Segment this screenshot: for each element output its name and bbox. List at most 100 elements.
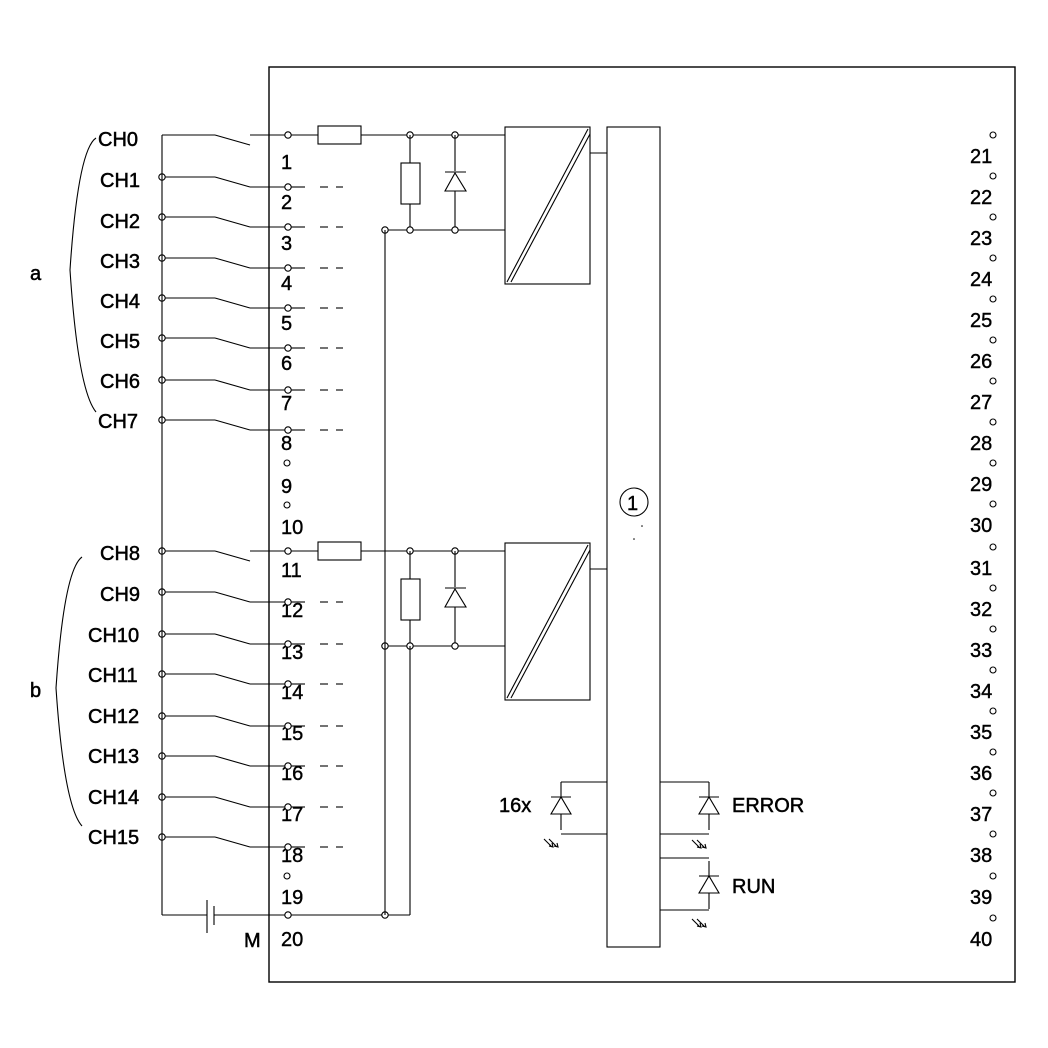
terminal-13: 13 bbox=[281, 642, 303, 664]
terminal-29: 29 bbox=[970, 474, 992, 496]
terminal-2: 2 bbox=[281, 192, 292, 214]
run-led-label: RUN bbox=[732, 876, 775, 898]
terminal-18: 18 bbox=[281, 845, 303, 867]
channel-label-6: CH6 bbox=[100, 371, 140, 393]
terminal-dot bbox=[284, 803, 292, 811]
terminal-35: 35 bbox=[970, 722, 992, 744]
switch-contact bbox=[214, 216, 251, 228]
terminal-dot bbox=[284, 640, 292, 648]
terminal-33: 33 bbox=[970, 640, 992, 662]
terminal-dot bbox=[284, 843, 292, 851]
terminal-dot bbox=[989, 336, 997, 344]
led-emission-arrows bbox=[691, 918, 707, 928]
terminal-12: 12 bbox=[281, 600, 303, 622]
terminal-dot bbox=[284, 598, 292, 606]
terminal-dot bbox=[284, 762, 292, 770]
terminal-dot bbox=[283, 501, 291, 509]
diode-triangle bbox=[444, 587, 467, 608]
status-leds bbox=[543, 781, 720, 928]
terminal-32: 32 bbox=[970, 599, 992, 621]
terminal-dot bbox=[283, 459, 291, 467]
terminal-dot bbox=[284, 131, 292, 139]
terminal-dot bbox=[284, 426, 292, 434]
optocoupler-divider bbox=[506, 544, 589, 699]
fuse-symbol bbox=[317, 125, 362, 145]
terminal-14: 14 bbox=[281, 682, 303, 704]
terminal-28: 28 bbox=[970, 433, 992, 455]
terminal-34: 34 bbox=[970, 681, 992, 703]
terminal-dot bbox=[989, 131, 997, 139]
led-triangle bbox=[698, 795, 720, 815]
terminal-dot bbox=[989, 666, 997, 674]
switch-contact bbox=[214, 673, 251, 685]
terminal-3: 3 bbox=[281, 233, 292, 255]
terminal-dot bbox=[284, 722, 292, 730]
terminal-dot bbox=[989, 377, 997, 385]
terminal-dot bbox=[989, 625, 997, 633]
channel-label-2: CH2 bbox=[100, 211, 140, 233]
terminal-1: 1 bbox=[281, 152, 292, 174]
terminal-36: 36 bbox=[970, 763, 992, 785]
terminal-9: 9 bbox=[281, 476, 292, 498]
switch-contact bbox=[214, 796, 251, 808]
channel-label-11: CH11 bbox=[88, 665, 138, 687]
terminal-5: 5 bbox=[281, 313, 292, 335]
optocoupler-symbol bbox=[504, 542, 591, 701]
channel-label-5: CH5 bbox=[100, 331, 140, 353]
terminal-dot bbox=[989, 418, 997, 426]
junction-dot bbox=[406, 226, 414, 234]
terminal-10: 10 bbox=[281, 517, 303, 539]
optocoupler-divider bbox=[510, 133, 591, 283]
channel-label-1: CH1 bbox=[100, 170, 140, 192]
channel-label-9: CH9 bbox=[100, 584, 140, 606]
terminal-30: 30 bbox=[970, 515, 992, 537]
terminal-31: 31 bbox=[970, 558, 992, 580]
switch-contact bbox=[214, 379, 251, 391]
group-a-label: a bbox=[30, 263, 42, 285]
terminal-dot bbox=[284, 304, 292, 312]
switch-contact bbox=[214, 337, 251, 349]
led-triangle bbox=[550, 795, 572, 815]
terminal-dot bbox=[284, 344, 292, 352]
channel-label-8: CH8 bbox=[100, 543, 140, 565]
module-housing bbox=[268, 66, 1016, 983]
switch-contact bbox=[214, 591, 251, 603]
group-a-brace bbox=[69, 137, 97, 413]
led-emission-arrows bbox=[543, 838, 559, 848]
bus-dot bbox=[633, 538, 635, 540]
terminal-dot bbox=[284, 547, 292, 555]
terminal-dot bbox=[284, 223, 292, 231]
terminal-dot bbox=[989, 459, 997, 467]
terminal-8: 8 bbox=[281, 433, 292, 455]
switch-contact bbox=[214, 755, 251, 767]
switch-contact bbox=[214, 257, 251, 269]
terminal-dot bbox=[989, 872, 997, 880]
channel-label-14: CH14 bbox=[88, 787, 139, 809]
terminal-20: 20 bbox=[281, 929, 303, 951]
led-emission-arrows bbox=[691, 839, 707, 849]
terminal-dot bbox=[989, 543, 997, 551]
channel-label-10: CH10 bbox=[88, 625, 139, 647]
bus-marker-circle bbox=[619, 487, 649, 517]
group-b-label: b bbox=[30, 680, 41, 702]
terminal-dot bbox=[989, 789, 997, 797]
switch-contact bbox=[214, 836, 251, 848]
terminal-dot bbox=[284, 386, 292, 394]
diode-triangle bbox=[444, 171, 467, 192]
terminal-dot bbox=[989, 172, 997, 180]
channel-label-4: CH4 bbox=[100, 291, 140, 313]
terminal-dot bbox=[284, 264, 292, 272]
switch-contact bbox=[214, 134, 251, 146]
terminal-7: 7 bbox=[281, 393, 292, 415]
fuse-symbol bbox=[317, 541, 362, 561]
led-triangle bbox=[698, 874, 720, 894]
terminal-37: 37 bbox=[970, 804, 992, 826]
terminal-dot bbox=[989, 213, 997, 221]
channel-label-7: CH7 bbox=[98, 411, 138, 433]
optocoupler-symbol bbox=[504, 126, 591, 285]
terminal-19: 19 bbox=[281, 887, 303, 909]
terminal-dot bbox=[989, 914, 997, 922]
channel-label-3: CH3 bbox=[100, 251, 140, 273]
led-count-label: 16x bbox=[499, 795, 531, 817]
